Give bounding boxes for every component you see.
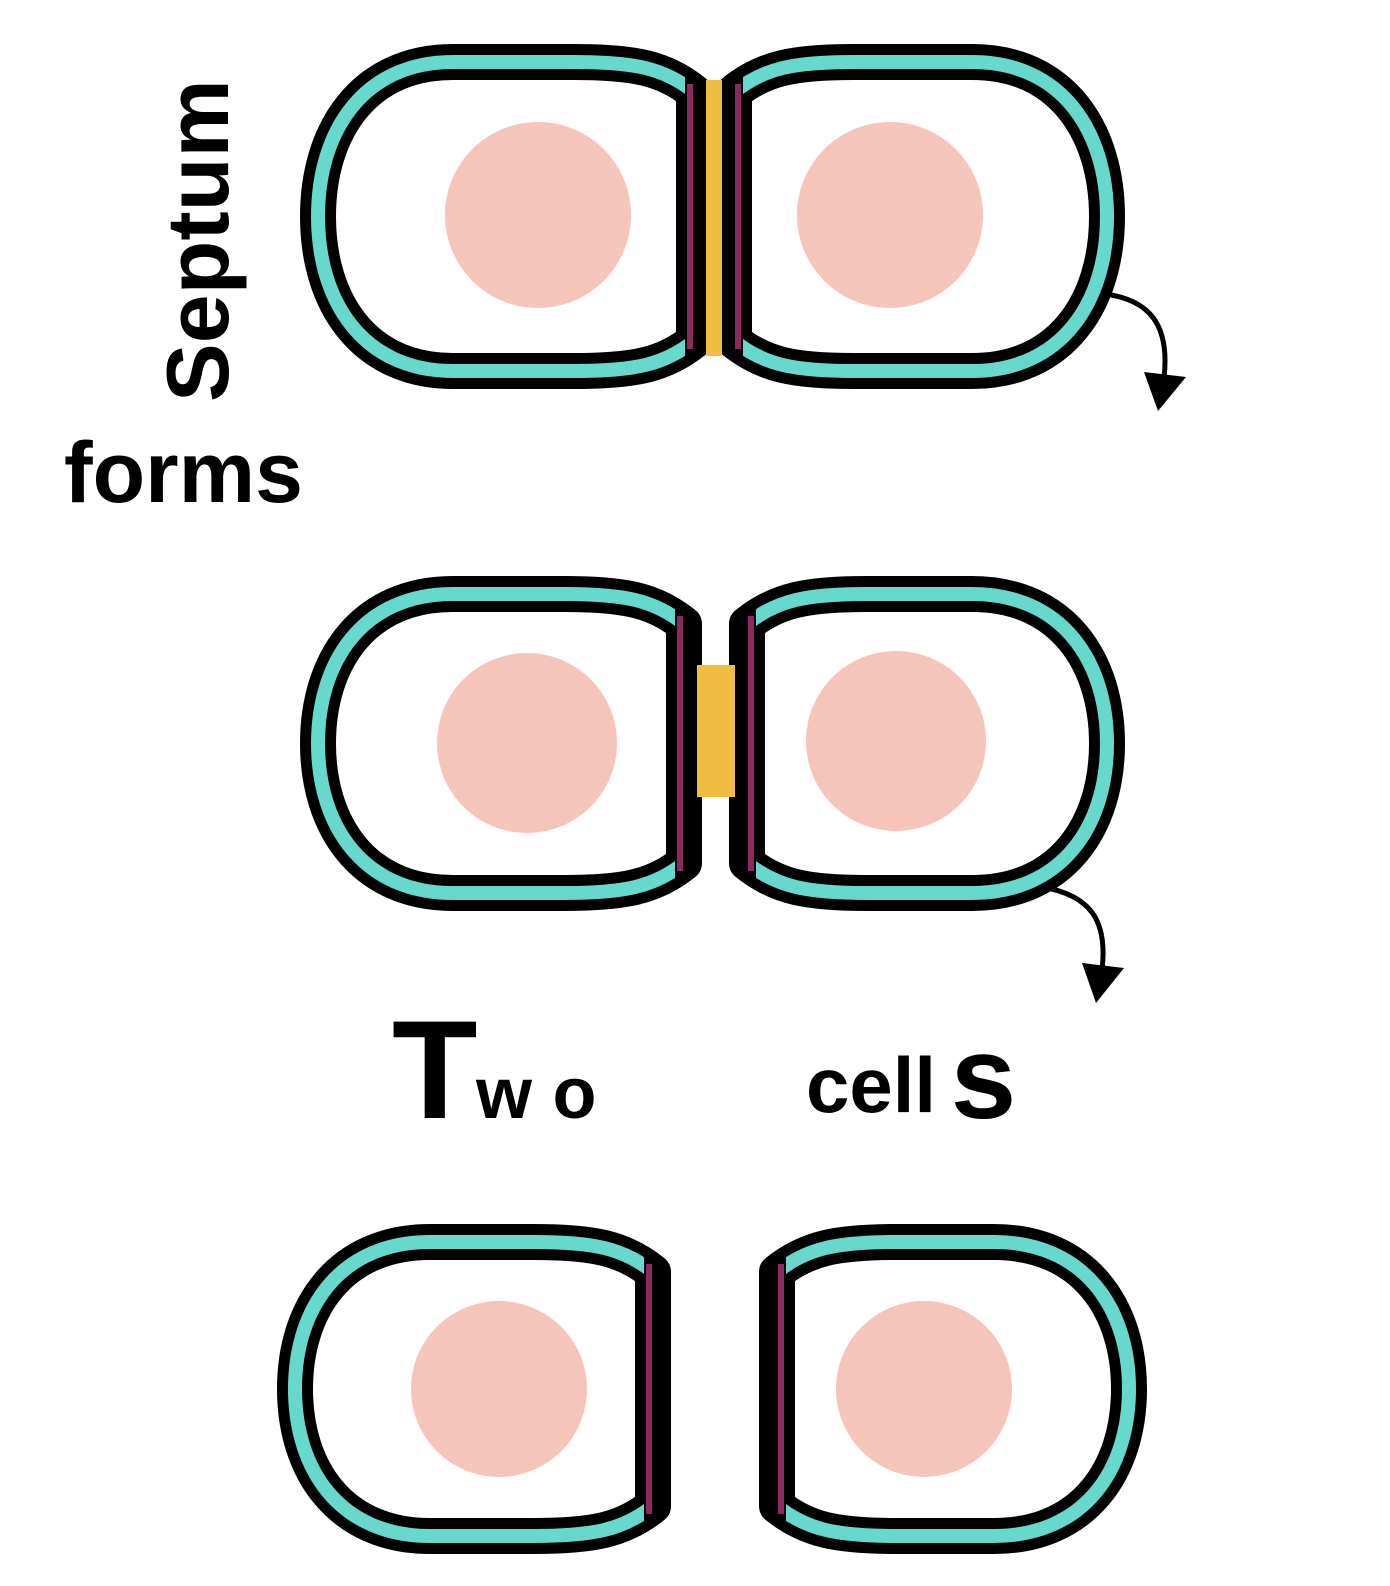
stage3-left-cell xyxy=(277,1224,671,1554)
nucleus xyxy=(437,653,617,833)
stage2-right-cell xyxy=(729,576,1125,911)
arrow-stage-1-to-2 xyxy=(1104,291,1186,411)
cells-layer xyxy=(277,44,1147,1554)
new-membrane xyxy=(735,84,741,349)
label-cells: cell s xyxy=(806,1012,1016,1144)
stage1-left-cell xyxy=(300,44,712,389)
new-membrane xyxy=(748,616,754,871)
nucleus xyxy=(806,651,986,831)
cell-wall xyxy=(288,1235,660,1543)
label-two-w: w xyxy=(475,1054,533,1134)
arrow-stage-2-to-3 xyxy=(1041,884,1124,1003)
new-membrane xyxy=(687,84,693,349)
nucleus xyxy=(836,1301,1012,1477)
new-membrane xyxy=(646,1264,652,1514)
cell-wall xyxy=(311,587,691,900)
label-two-big: T xyxy=(392,991,478,1148)
label-cells-big: s xyxy=(951,1012,1017,1144)
new-membrane xyxy=(677,616,683,871)
label-two-o: o xyxy=(552,1054,596,1134)
label-septum: Septum xyxy=(148,79,247,402)
stage1-right-cell xyxy=(716,44,1125,389)
septum-thin xyxy=(706,80,722,356)
label-two: T w o xyxy=(392,991,596,1148)
nucleus xyxy=(445,122,631,308)
stage3-right-cell xyxy=(759,1224,1147,1554)
cell-wall xyxy=(727,55,1114,378)
cell-wall xyxy=(770,1235,1136,1543)
cell-wall xyxy=(311,55,701,378)
stage2-left-cell xyxy=(300,576,702,911)
nucleus xyxy=(411,1301,587,1477)
cell-wall xyxy=(740,587,1114,900)
label-cells-rest: cell xyxy=(806,1041,936,1129)
septum-partial xyxy=(697,665,735,797)
label-forms: forms xyxy=(64,425,303,521)
new-membrane xyxy=(778,1264,784,1514)
nucleus xyxy=(797,122,983,308)
